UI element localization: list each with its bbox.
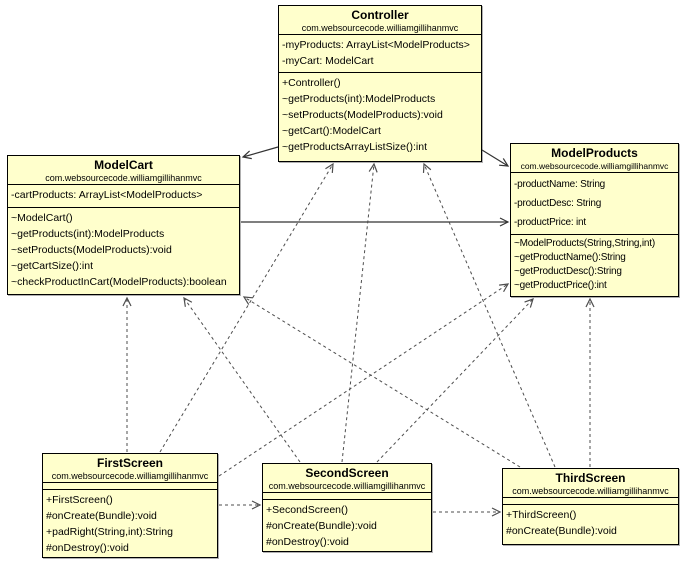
class-name: ModelProducts [551, 146, 638, 160]
class-name: ThirdScreen [555, 471, 626, 485]
attribute-row: -productName: String [514, 179, 606, 190]
class-thirdscreen[interactable]: ThirdScreen com.websourcecode.williamgil… [502, 468, 679, 545]
methods-compartment: ~ModelProducts(String,String,int) ~getPr… [511, 234, 678, 296]
class-name: SecondScreen [305, 466, 389, 480]
attributes-compartment [503, 497, 678, 504]
method-row: #onCreate(Bundle):void [266, 520, 377, 532]
class-package: com.websourcecode.williamgillihanmvc [512, 486, 669, 496]
attributes-compartment: -productName: String -productDesc: Strin… [511, 172, 678, 234]
class-header: ModelProducts com.websourcecode.williamg… [511, 144, 678, 172]
method-row: +padRight(String,int):String [46, 526, 173, 538]
methods-compartment: +FirstScreen() #onCreate(Bundle):void +p… [43, 489, 217, 557]
class-package: com.websourcecode.williamgillihanmvc [268, 481, 426, 491]
class-header: ModelCart com.websourcecode.williamgilli… [8, 156, 239, 184]
method-row: #onDestroy():void [46, 542, 129, 554]
methods-compartment: +ThirdScreen() #onCreate(Bundle):void [503, 504, 678, 544]
method-row: ~setProducts(ModelProducts):void [11, 244, 172, 256]
method-row: ~setProducts(ModelProducts):void [282, 109, 443, 121]
attributes-compartment: -myProducts: ArrayList<ModelProducts> -m… [279, 34, 481, 72]
class-controller[interactable]: Controller com.websourcecode.williamgill… [278, 5, 482, 162]
method-row: ~getCart():ModelCart [282, 125, 381, 137]
methods-compartment: ~ModelCart() ~getProducts(int):ModelProd… [8, 207, 239, 294]
method-row: ~getProductName():String [514, 252, 626, 263]
class-header: SecondScreen com.websourcecode.williamgi… [263, 464, 431, 492]
method-row: #onCreate(Bundle):void [46, 510, 157, 522]
methods-compartment: +Controller() ~getProducts(int):ModelPro… [279, 72, 481, 161]
class-package: com.websourcecode.williamgillihanmvc [45, 173, 202, 183]
method-row: ~getProductPrice():int [514, 280, 607, 291]
attributes-compartment: -cartProducts: ArrayList<ModelProducts> [8, 184, 239, 207]
class-package: com.websourcecode.williamgillihanmvc [301, 23, 459, 33]
attribute-row: -productPrice: int [514, 217, 586, 228]
method-row: +ThirdScreen() [506, 509, 577, 521]
class-package: com.websourcecode.williamgillihanmvc [520, 161, 669, 171]
attributes-compartment [43, 482, 217, 489]
method-row: +Controller() [282, 77, 341, 89]
method-row: #onCreate(Bundle):void [506, 525, 617, 537]
class-name: FirstScreen [96, 456, 164, 470]
method-row: ~ModelProducts(String,String,int) [514, 238, 655, 249]
method-row: +FirstScreen() [46, 494, 113, 506]
method-row: ~getProducts(int):ModelProducts [11, 228, 165, 240]
class-modelcart[interactable]: ModelCart com.websourcecode.williamgilli… [7, 155, 240, 295]
class-package: com.websourcecode.williamgillihanmvc [51, 471, 209, 481]
edge-controller-modelcart [241, 146, 279, 160]
class-header: Controller com.websourcecode.williamgill… [279, 6, 481, 34]
class-header: FirstScreen com.websourcecode.williamgil… [43, 454, 217, 482]
edge-secondscreen-controller [341, 162, 378, 463]
attributes-compartment [263, 492, 431, 499]
methods-compartment: +SecondScreen() #onCreate(Bundle):void #… [263, 499, 431, 551]
edge-thirdscreen-modelcart [242, 296, 521, 468]
edge-secondscreen-modelproducts [376, 298, 534, 463]
attribute-row: -myCart: ModelCart [282, 55, 374, 67]
class-firstscreen[interactable]: FirstScreen com.websourcecode.williamgil… [42, 453, 218, 558]
method-row: #onDestroy():void [266, 536, 349, 548]
edge-secondscreen-modelcart [183, 296, 301, 463]
class-name: Controller [351, 8, 409, 22]
class-header: ThirdScreen com.websourcecode.williamgil… [503, 469, 678, 497]
attribute-row: -productDesc: String [514, 198, 602, 209]
method-row: ~checkProductInCart(ModelProducts):boole… [11, 276, 227, 288]
method-row: ~ModelCart() [11, 212, 73, 224]
method-row: ~getProductsArrayListSize():int [282, 141, 428, 153]
method-row: ~getCartSize():int [11, 260, 93, 272]
class-secondscreen[interactable]: SecondScreen com.websourcecode.williamgi… [262, 463, 432, 552]
method-row: ~getProducts(int):ModelProducts [282, 93, 436, 105]
attribute-row: -cartProducts: ArrayList<ModelProducts> [11, 189, 203, 201]
edge-firstscreen-modelproducts [218, 283, 510, 477]
method-row: ~getProductDesc():String [514, 266, 622, 277]
class-modelproducts[interactable]: ModelProducts com.websourcecode.williamg… [510, 143, 679, 297]
attribute-row: -myProducts: ArrayList<ModelProducts> [282, 39, 470, 51]
edge-controller-modelproducts [481, 149, 510, 167]
method-row: +SecondScreen() [266, 504, 349, 516]
class-name: ModelCart [94, 158, 153, 172]
